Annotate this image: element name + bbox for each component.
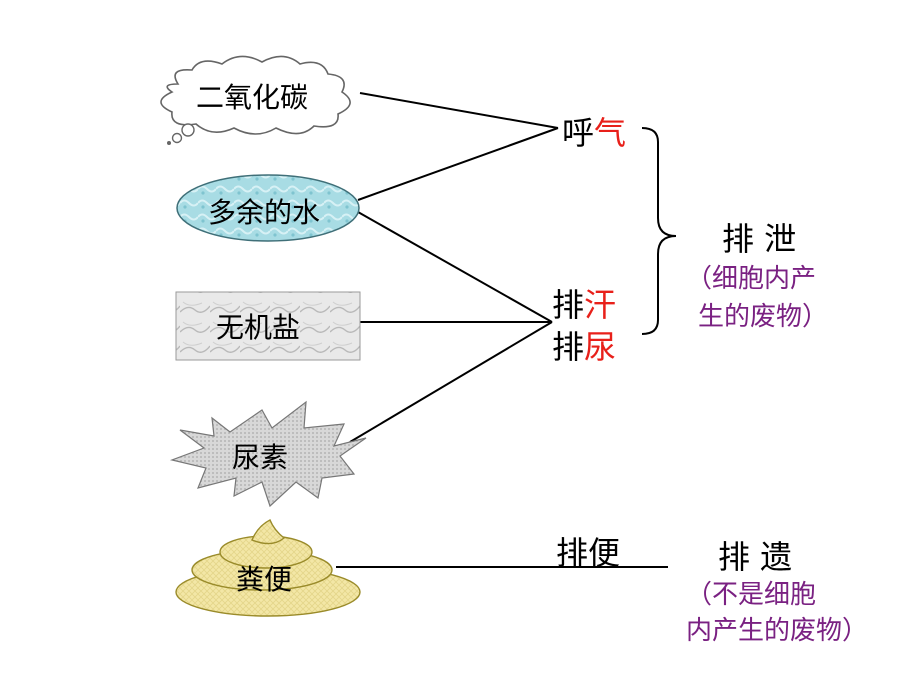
route-defecate: 排便 xyxy=(556,534,621,572)
water-ellipse-shape xyxy=(176,174,360,242)
line-water-sweat xyxy=(357,211,553,323)
route-urine: 排尿 xyxy=(552,322,616,368)
excretion-brace xyxy=(641,127,677,335)
water-label: 多余的水 xyxy=(208,196,321,229)
route-urine-char2: 尿 xyxy=(584,328,617,366)
line-water-breathe xyxy=(357,127,559,201)
urea-starburst-shape xyxy=(169,400,367,508)
route-breathe-char1: 呼 xyxy=(562,114,595,152)
route-urine-char1: 排 xyxy=(552,328,585,366)
urea-label: 尿素 xyxy=(232,441,289,474)
feces-mound-shape xyxy=(175,519,361,617)
excretion-note-line2: 生的废物） xyxy=(698,302,829,332)
line-urea-sweat xyxy=(349,321,553,443)
co2-label: 二氧化碳 xyxy=(196,81,309,114)
feces-label: 粪便 xyxy=(236,563,293,596)
route-sweat: 排汗 xyxy=(552,280,616,326)
route-sweat-char2: 汗 xyxy=(584,286,617,324)
line-co2-breathe xyxy=(359,92,559,129)
salt-rectangle-shape xyxy=(175,291,361,361)
route-breathe: 呼气 xyxy=(562,108,626,154)
excretion-note-line1: （细胞内产 xyxy=(686,264,817,294)
excretion-title: 排 泄 xyxy=(722,220,797,258)
egestion-note-line1: （不是细胞 xyxy=(686,580,817,610)
egestion-note-line2: 内产生的废物） xyxy=(686,616,869,646)
connector-lines xyxy=(336,92,668,568)
route-sweat-char1: 排 xyxy=(552,286,585,324)
salt-label: 无机盐 xyxy=(216,311,301,344)
egestion-title: 排 遗 xyxy=(718,538,793,576)
route-breathe-char2: 气 xyxy=(594,114,627,152)
co2-cloud-shape xyxy=(160,55,351,145)
